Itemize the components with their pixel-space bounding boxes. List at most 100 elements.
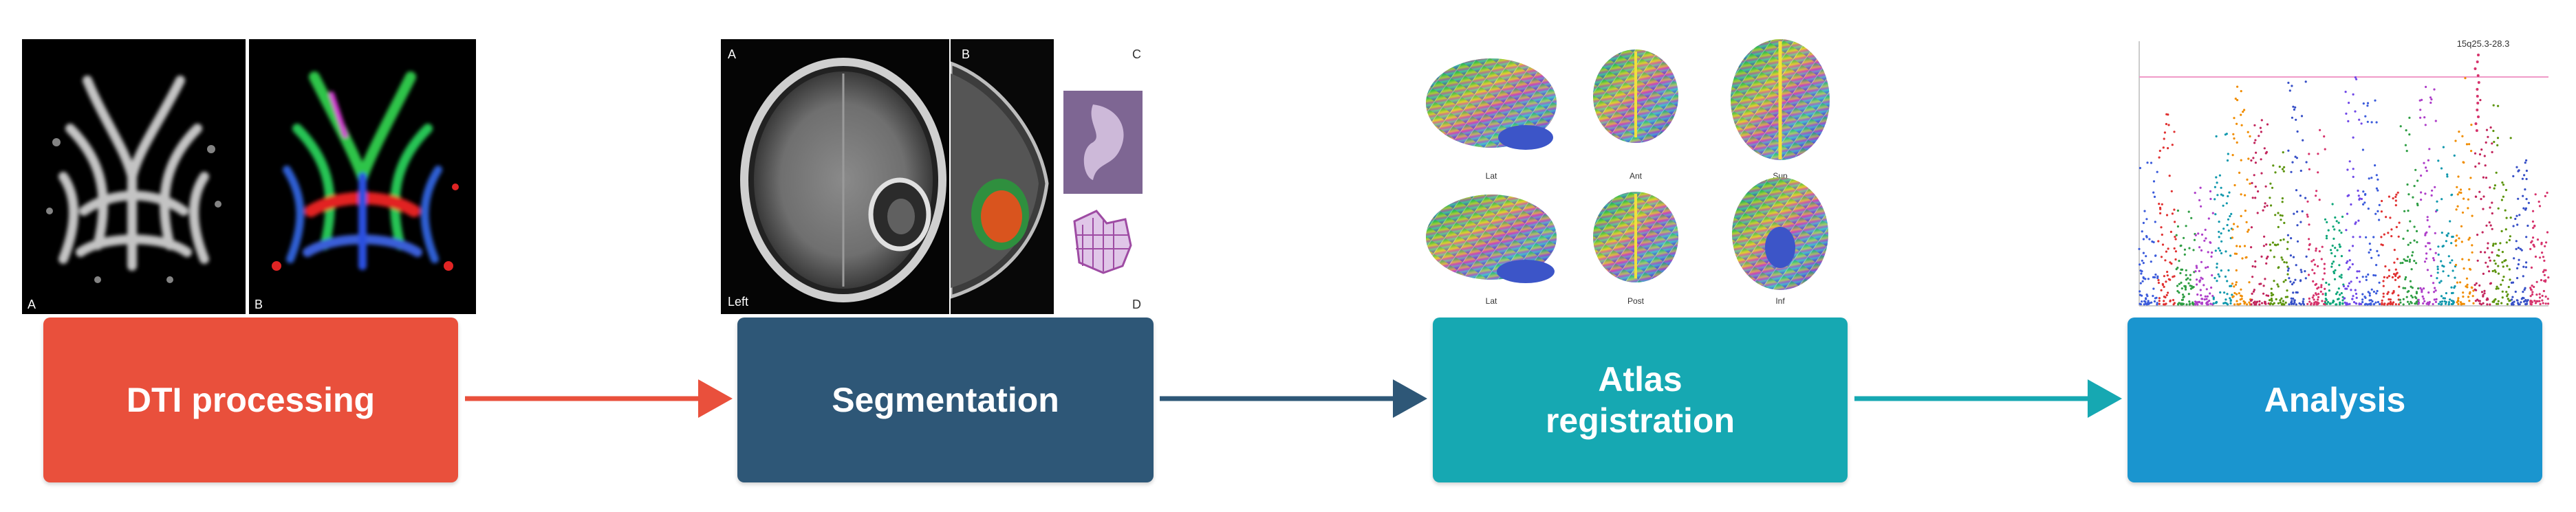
manhattan-point (2440, 260, 2443, 263)
manhattan-point (2419, 109, 2422, 111)
manhattan-point (2410, 300, 2412, 303)
manhattan-point (2504, 209, 2507, 212)
manhattan-point (2422, 298, 2425, 300)
manhattan-point (2218, 221, 2220, 223)
manhattan-point (2163, 296, 2165, 298)
manhattan-point (2509, 235, 2511, 238)
atlas-view-label-5: Post (1627, 296, 1645, 306)
manhattan-point (2312, 280, 2315, 282)
manhattan-point (2405, 276, 2407, 279)
manhattan-point (2161, 233, 2163, 236)
manhattan-point (2286, 247, 2289, 250)
manhattan-point (2501, 290, 2504, 293)
manhattan-point (2498, 249, 2500, 252)
manhattan-point (2334, 255, 2337, 258)
manhattan-point (2475, 195, 2478, 198)
manhattan-point (2517, 197, 2520, 200)
manhattan-peak-point (2476, 95, 2479, 98)
manhattan-point (2233, 183, 2236, 187)
manhattan-point (2403, 210, 2406, 212)
manhattan-point (2440, 167, 2443, 170)
manhattan-point (2279, 214, 2282, 216)
manhattan-point (2496, 144, 2499, 146)
manhattan-point (2513, 257, 2515, 260)
manhattan-point (2254, 265, 2257, 268)
manhattan-point (2334, 216, 2337, 219)
manhattan-point (2181, 303, 2184, 306)
manhattan-point (2491, 212, 2493, 215)
manhattan-point (2546, 298, 2549, 300)
manhattan-point (2531, 301, 2533, 304)
manhattan-point (2248, 281, 2251, 284)
manhattan-point (2165, 293, 2168, 297)
manhattan-point (2394, 204, 2397, 207)
manhattan-point (2185, 303, 2188, 306)
manhattan-point (2288, 303, 2291, 306)
manhattan-point (2321, 278, 2324, 280)
manhattan-point (2157, 279, 2160, 282)
manhattan-point (2543, 274, 2546, 276)
manhattan-point (2216, 263, 2218, 265)
manhattan-point (2511, 298, 2513, 301)
manhattan-point (2396, 271, 2399, 274)
manhattan-point (2178, 302, 2180, 304)
manhattan-point (2369, 248, 2372, 252)
manhattan-point (2440, 280, 2443, 282)
manhattan-point (2522, 291, 2524, 293)
manhattan-point (2163, 300, 2165, 302)
manhattan-point (2154, 254, 2157, 257)
manhattan-point (2438, 281, 2441, 284)
manhattan-point (2458, 131, 2460, 133)
manhattan-peak-point (2475, 129, 2478, 132)
manhattan-point (2173, 208, 2176, 211)
manhattan-point (2365, 278, 2368, 281)
manhattan-point (2525, 177, 2528, 181)
manhattan-point (2368, 294, 2371, 297)
manhattan-point (2491, 201, 2493, 204)
manhattan-point (2152, 276, 2155, 278)
step-label-dti-processing: DTI processing (126, 381, 376, 419)
manhattan-point (2481, 231, 2484, 234)
manhattan-point (2158, 297, 2161, 300)
manhattan-point (2365, 236, 2368, 238)
manhattan-point (2139, 282, 2142, 285)
manhattan-point (2142, 276, 2145, 279)
manhattan-point (2451, 259, 2454, 262)
manhattan-point (2286, 273, 2289, 276)
manhattan-point (2357, 189, 2359, 192)
manhattan-point (2292, 291, 2295, 294)
manhattan-point (2260, 282, 2262, 285)
manhattan-point (2282, 151, 2284, 154)
manhattan-point (2493, 140, 2496, 144)
manhattan-point (2425, 252, 2428, 255)
manhattan-point (2273, 280, 2275, 282)
manhattan-point (2474, 284, 2476, 287)
manhattan-point (2204, 295, 2207, 298)
manhattan-point (2183, 296, 2185, 298)
manhattan-point (2196, 267, 2198, 269)
manhattan-point (2486, 303, 2489, 306)
manhattan-point (2524, 303, 2527, 306)
manhattan-point (2215, 135, 2218, 137)
manhattan-point (2356, 276, 2359, 279)
manhattan-point (2483, 289, 2486, 292)
manhattan-point (2359, 197, 2361, 200)
manhattan-point (2352, 301, 2356, 304)
arrow-segmentation-to-atlas (1160, 379, 1427, 418)
manhattan-point (2484, 164, 2487, 167)
manhattan-point (2250, 303, 2253, 306)
manhattan-point (2547, 276, 2550, 279)
manhattan-point (2467, 296, 2470, 298)
manhattan-point (2167, 278, 2170, 280)
manhattan-point (2459, 281, 2462, 284)
manhattan-point (2142, 238, 2145, 241)
manhattan-point (2419, 116, 2422, 119)
manhattan-point (2334, 247, 2337, 249)
manhattan-point (2290, 237, 2293, 240)
manhattan-point (2260, 119, 2263, 122)
manhattan-point (2456, 186, 2458, 188)
manhattan-point (2211, 251, 2214, 254)
manhattan-point (2449, 298, 2451, 301)
manhattan-point (2482, 208, 2485, 210)
manhattan-peak-point (2477, 115, 2480, 118)
